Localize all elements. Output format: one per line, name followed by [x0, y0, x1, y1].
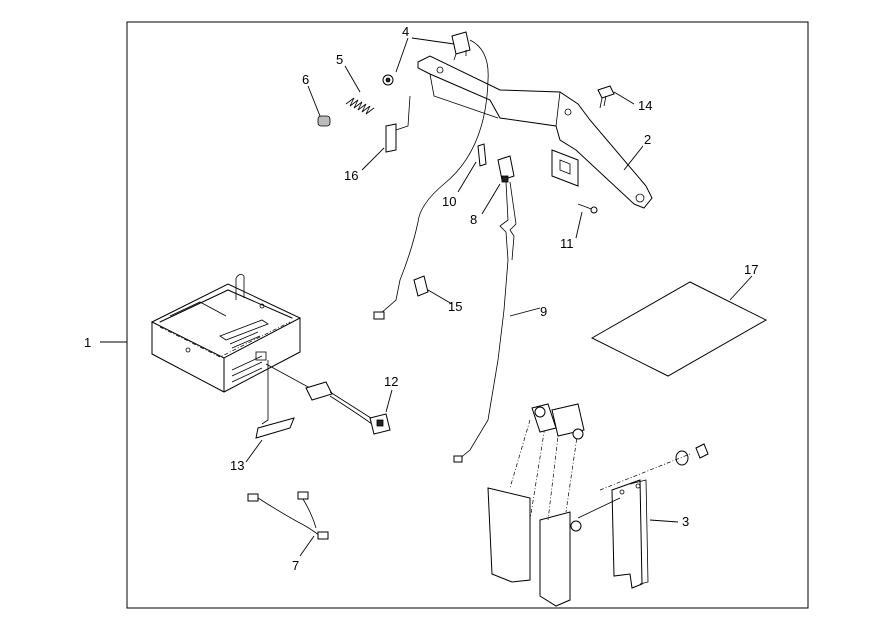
callout-10: 10 [442, 194, 456, 209]
part-7-cable [247, 491, 329, 540]
callout-14: 14 [638, 98, 652, 113]
part-4-switch [373, 31, 489, 320]
callout-13: 13 [230, 458, 244, 473]
part-17-sheet [590, 281, 768, 377]
leader-lines [100, 37, 753, 557]
part-4-nut [382, 74, 394, 86]
callout-2: 2 [644, 132, 651, 147]
part-9-cable [453, 181, 517, 463]
callout-17: 17 [744, 262, 758, 277]
callout-8: 8 [470, 212, 477, 227]
part-15-clip [413, 275, 429, 297]
part-14-screw [597, 85, 615, 109]
callout-3: 3 [682, 514, 689, 529]
part-16-label [385, 95, 411, 153]
part-6-cap [317, 115, 331, 127]
part-12-harness [265, 363, 391, 435]
part-8-sensor [497, 155, 515, 183]
callout-5: 5 [336, 52, 343, 67]
callout-16: 16 [344, 168, 358, 183]
part-11-screw [577, 203, 598, 214]
diagram-frame [126, 21, 809, 609]
part-3-stand-assembly [487, 403, 709, 607]
part-1-control-box [150, 274, 302, 425]
callout-7: 7 [292, 558, 299, 573]
part-5-spring [345, 97, 375, 115]
callout-4: 4 [402, 24, 409, 39]
callout-9: 9 [540, 304, 547, 319]
callout-12: 12 [384, 374, 398, 389]
callout-6: 6 [302, 72, 309, 87]
part-2-bracket [417, 55, 653, 209]
callout-11: 11 [560, 236, 574, 251]
callout-15: 15 [448, 299, 462, 314]
part-13-label [255, 417, 295, 439]
part-10-tie [477, 143, 487, 167]
callout-1: 1 [84, 335, 91, 350]
